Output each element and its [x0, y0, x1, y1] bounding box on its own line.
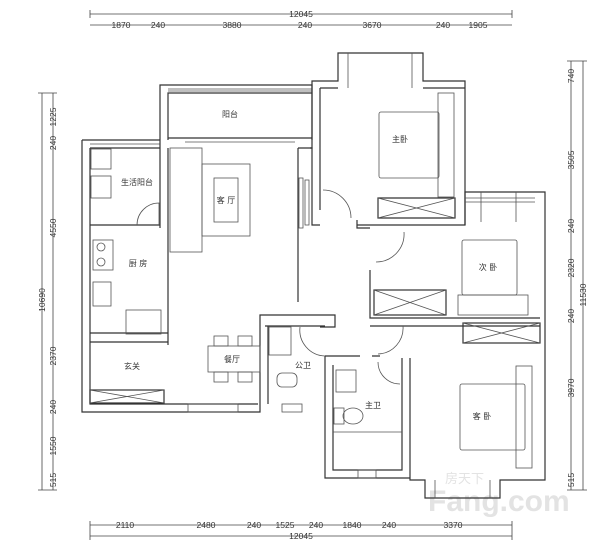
- washer-icon: [90, 148, 112, 170]
- dim-top: 240: [298, 20, 312, 30]
- fridge-icon: [125, 309, 162, 335]
- room-label-kitchen: 厨 房: [129, 258, 148, 268]
- dim-left: 1550: [48, 436, 58, 455]
- dim-bottom: 3370: [444, 520, 463, 530]
- watermark-cn: 房天下: [445, 471, 484, 487]
- rug: [201, 163, 251, 237]
- dim-top: 240: [436, 20, 450, 30]
- sofa-icon: [169, 147, 203, 253]
- guest-bed-icon: [459, 383, 526, 451]
- dim-left: 2370: [48, 346, 58, 365]
- dim-bottom: 240: [247, 520, 261, 530]
- room-label-dining-room: 餐厅: [224, 355, 240, 364]
- master-bed-icon: [378, 111, 440, 179]
- walls: [81, 52, 546, 499]
- room-label-service-balcony: 生活阳台: [121, 177, 153, 187]
- dim-right: 515: [566, 473, 576, 487]
- headboard-icon: [437, 92, 455, 198]
- master-toilet-icon: [342, 407, 364, 425]
- room-label-entrance: 玄关: [124, 361, 140, 371]
- dim-left: 240: [48, 136, 58, 150]
- shoe-cabinet-icon: [89, 389, 165, 404]
- room-label-living-room: 客 厅: [217, 195, 236, 205]
- room-label-master-bedroom: 主卧: [392, 134, 408, 144]
- sink-icon: [90, 175, 112, 199]
- guest-wardrobe-icon: [462, 322, 541, 344]
- right-dimensions: 740 3505 240 2320 240 3970 515 11530: [566, 60, 588, 491]
- watermark-brand: Fang.com: [428, 485, 570, 518]
- room-label-balcony: 阳台: [222, 109, 238, 119]
- room-label-guest-bedroom: 客 卧: [473, 411, 492, 421]
- dim-left: 4550: [48, 218, 58, 237]
- dim-left: 515: [48, 473, 58, 487]
- watermark: 房天下 Fang.com: [428, 471, 570, 518]
- dim-right: 240: [566, 219, 576, 233]
- room-labels: 阳台 主卧 生活阳台 客 厅 厨 房 次 卧 玄关 餐厅 公卫 主卫 客 卧: [121, 109, 497, 421]
- dim-bottom: 240: [309, 520, 323, 530]
- basin-icon: [268, 326, 292, 356]
- dim-bottom: 1525: [276, 520, 295, 530]
- dim-top: 3880: [223, 20, 242, 30]
- kitchen-sink-icon: [92, 281, 112, 307]
- dim-bottom-total: 12045: [289, 531, 313, 541]
- master-basin-icon: [335, 369, 357, 393]
- dim-top: 240: [151, 20, 165, 30]
- dim-right-total: 11530: [578, 283, 588, 306]
- toilet-icon: [276, 372, 298, 388]
- room-label-public-bathroom: 公卫: [295, 361, 311, 370]
- dim-left-total: 10690: [37, 288, 47, 312]
- dim-bottom: 240: [382, 520, 396, 530]
- bottom-dimensions: 2110 2480 240 1525 240 1840 240 3370 120…: [89, 520, 513, 541]
- dim-right: 3970: [566, 378, 576, 397]
- dim-right: 740: [566, 69, 576, 83]
- dim-top: 1870: [112, 20, 131, 30]
- tv-icon: [298, 177, 304, 229]
- dim-top: 1905: [469, 20, 488, 30]
- stove-icon: [92, 239, 114, 271]
- top-dimensions: 12045 1870 240 3880 240 3670 240 1905: [89, 9, 513, 30]
- dim-bottom: 1840: [343, 520, 362, 530]
- dining-table-icon: [207, 345, 261, 373]
- dim-bottom: 2480: [197, 520, 216, 530]
- dim-right: 2320: [566, 258, 576, 277]
- furniture: [89, 92, 541, 469]
- dim-top-total: 12045: [289, 9, 313, 19]
- dim-right: 240: [566, 309, 576, 323]
- coffee-table-icon: [213, 177, 239, 223]
- doors: [136, 189, 405, 385]
- dim-left: 240: [48, 400, 58, 414]
- dim-left: 1225: [48, 107, 58, 126]
- dim-right: 3505: [566, 150, 576, 169]
- second-wardrobe-icon: [373, 289, 447, 316]
- room-label-master-bathroom: 主卫: [365, 400, 381, 410]
- left-dimensions: 10690 1225 240 4550 2370 240 1550 515: [37, 92, 58, 491]
- dim-top: 3670: [363, 20, 382, 30]
- dim-bottom: 2110: [116, 520, 135, 530]
- room-label-second-bedroom: 次 卧: [479, 262, 498, 272]
